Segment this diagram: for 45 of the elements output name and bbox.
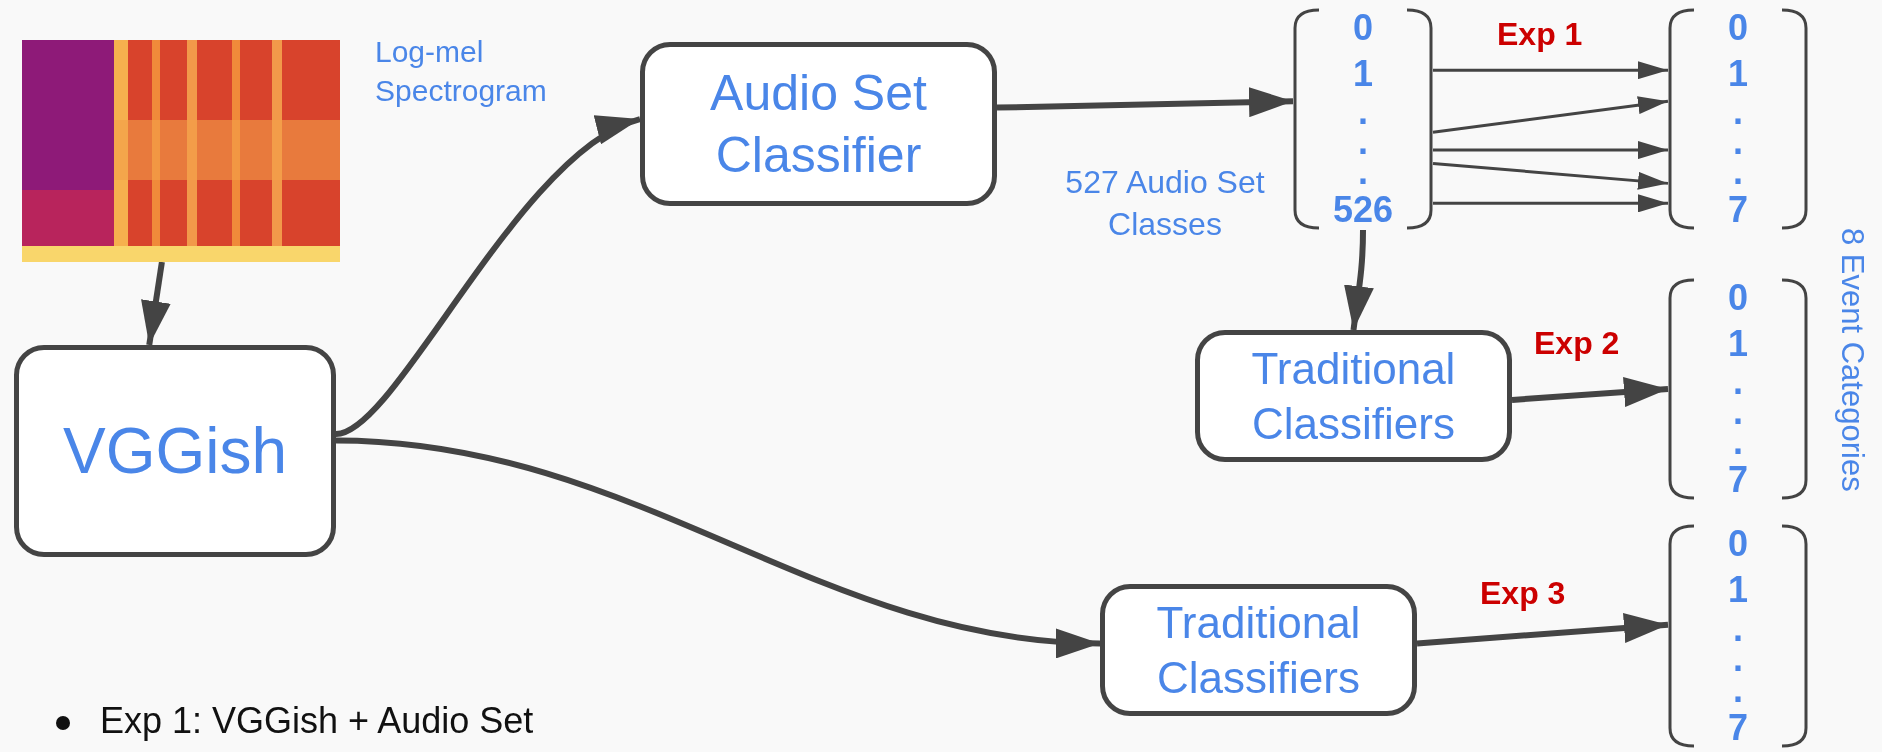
vector-entry: .: [1733, 102, 1743, 122]
arrow: [1432, 161, 1669, 190]
arrow: [1344, 229, 1374, 331]
vector-entry: 7: [1728, 462, 1748, 498]
vector-entry: .: [1733, 649, 1743, 670]
arrow: [996, 87, 1294, 118]
arrow: [1511, 377, 1669, 408]
arrow: [335, 116, 642, 437]
vector-entry: 1: [1353, 56, 1373, 92]
bullet-text: Exp 1: VGGish + Audio Set: [100, 700, 534, 742]
process-box: Audio Set Classifier: [640, 42, 997, 206]
arrow: [1416, 613, 1669, 647]
vector-entry: .: [1358, 162, 1368, 182]
node-caption: Log-mel Spectrogram: [375, 34, 548, 109]
process-box: Traditional Classifiers: [1100, 584, 1417, 716]
vector-entry: 1: [1728, 56, 1748, 92]
vector-entry: .: [1733, 132, 1743, 152]
vector-entry: 0: [1353, 10, 1373, 46]
vector-entry: .: [1733, 679, 1743, 700]
vector-entry: .: [1733, 372, 1743, 392]
arrow: [1432, 96, 1669, 134]
vector-entry: .: [1358, 132, 1368, 152]
vector-entry: 0: [1728, 526, 1748, 562]
picture: [22, 40, 340, 262]
node-caption: 527 Audio Set Classes: [1064, 163, 1266, 244]
process-box: Traditional Classifiers: [1195, 330, 1512, 462]
vector-entry: .: [1358, 102, 1368, 122]
arrow: [141, 261, 171, 346]
arrow: [1433, 61, 1668, 80]
vector-entry: 1: [1728, 572, 1748, 609]
vector-entry: .: [1733, 618, 1743, 639]
arrow: [1433, 141, 1668, 160]
vector-entry: 526: [1332, 192, 1394, 228]
vector-entry: 1: [1728, 326, 1748, 362]
vector-entry: 7: [1728, 192, 1748, 228]
process-box: VGGish: [14, 345, 336, 557]
vector-entry: 7: [1728, 709, 1748, 746]
vector-entry: .: [1733, 402, 1743, 422]
vector-entry: 0: [1728, 280, 1748, 316]
arrow: [335, 437, 1101, 656]
vector-entry: 0: [1728, 10, 1748, 46]
vector-entry: .: [1733, 162, 1743, 182]
vector-entry: .: [1733, 432, 1743, 452]
rotated-label: 8 Event Categories: [1834, 228, 1870, 492]
arrow: [1433, 194, 1668, 213]
